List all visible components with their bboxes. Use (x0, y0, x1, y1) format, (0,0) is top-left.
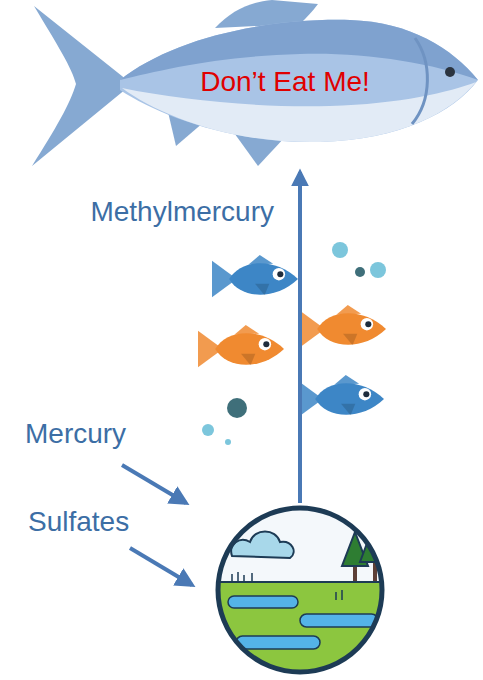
small-fish (198, 325, 284, 367)
small-fish (300, 305, 386, 347)
node-text: Don’t Eat Me! (200, 67, 370, 98)
flow-arrow (298, 172, 302, 503)
fish-body (120, 20, 478, 142)
input-label: Mercury (25, 419, 126, 450)
ecosystem-circle (213, 503, 387, 677)
water (228, 596, 298, 608)
ground (213, 582, 387, 677)
water (236, 636, 320, 649)
small-fish (212, 255, 298, 297)
water (300, 614, 378, 627)
input-arrow (122, 465, 186, 503)
circle-border (218, 508, 382, 672)
fish-tail (32, 6, 132, 166)
big-fish: Don’t Eat Me! (30, 0, 480, 170)
fish-eye (445, 67, 455, 77)
fish-gill (412, 38, 427, 124)
ecosystem-circle-outline (213, 503, 387, 677)
small-fish (298, 375, 384, 417)
input-arrow (130, 548, 192, 585)
input-label: Sulfates (28, 507, 129, 538)
edge-label: Methylmercury (90, 197, 274, 228)
